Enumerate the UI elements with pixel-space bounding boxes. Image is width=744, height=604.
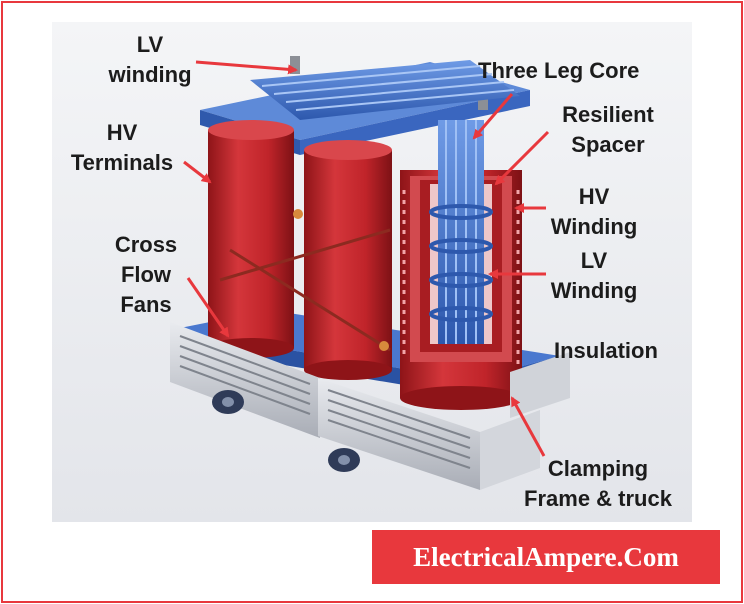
label-lv-winding-top: LV winding [98,30,202,90]
winding-cutaway [400,120,522,410]
label-three-leg-core: Three Leg Core [478,58,640,83]
truck-wheels [212,390,360,472]
hv-connection-rods [219,209,391,352]
core-top-yoke [250,60,520,120]
label-clamping-frame: Clamping Frame & truck [506,454,690,514]
label-cross-flow-fans: Cross Flow Fans [96,230,196,320]
label-line: LV [580,248,608,273]
site-banner: ElectricalAmpere.Com [372,530,720,584]
label-line: LV [136,32,164,57]
label-line: Terminals [70,150,174,175]
label-line: HV [106,120,138,145]
label-line: Frame & truck [524,486,672,511]
arrow-hv-terminals [183,160,212,184]
pointer-arrows [183,60,550,457]
label-insulation: Insulation [554,338,658,363]
label-resilient-spacer: Resilient Spacer [548,100,668,160]
winding-middle [304,140,392,380]
winding-left [208,120,294,358]
label-hv-terminals: HV Terminals [60,118,184,178]
label-line: Cross [114,232,178,257]
arrow-three-leg-core [472,93,514,140]
label-line: Spacer [571,132,645,157]
site-banner-text: ElectricalAmpere.Com [413,542,679,572]
label-line: Winding [550,214,638,239]
label-line: Flow [120,262,172,287]
label-line: HV [578,184,610,209]
label-lv-winding-right: LV Winding [540,246,648,306]
label-line: Clamping [547,456,649,481]
label-hv-winding: HV Winding [540,182,648,242]
label-line: Winding [550,278,638,303]
label-line: winding [108,62,192,87]
arrow-cross-flow-fans [186,277,230,338]
label-line: Fans [120,292,172,317]
cross-flow-fan-back [510,352,570,418]
arrow-clamping-frame [510,396,546,457]
label-line: Resilient [562,102,654,127]
arrow-lv-winding-top [195,60,298,75]
arrow-resilient-spacer [494,130,550,186]
cross-flow-fan-right [318,378,540,490]
cross-flow-fan-left [170,322,320,438]
